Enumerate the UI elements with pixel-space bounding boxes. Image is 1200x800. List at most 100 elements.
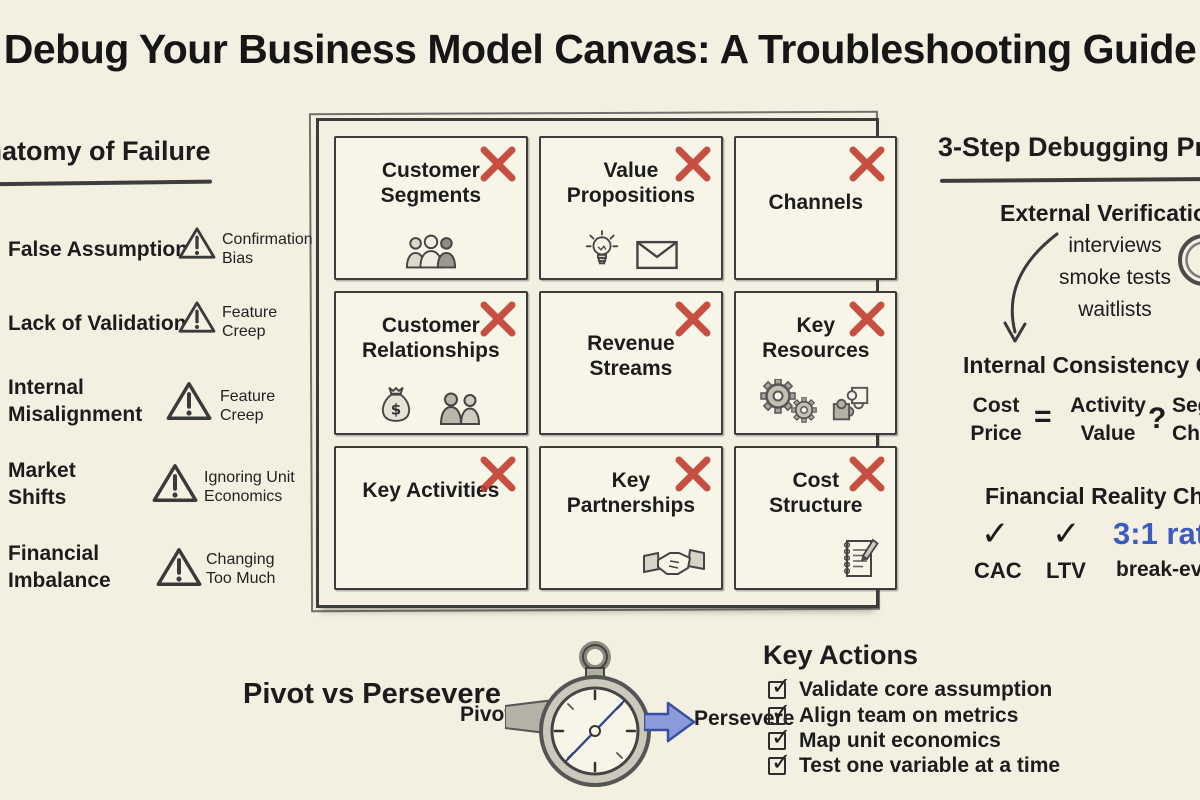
warning-triangle-icon — [152, 464, 198, 502]
red-x-icon — [675, 146, 711, 182]
checkbox-checked-icon: ✓ — [768, 748, 791, 776]
cell-title: Customer Segments — [380, 159, 482, 207]
svg-text:$: $ — [391, 400, 401, 418]
key-action-item: ✓ Map unit economics — [768, 723, 1001, 753]
compass-icon — [539, 641, 651, 787]
red-x-icon — [675, 456, 711, 492]
breakeven-label: break-even — [1116, 558, 1200, 581]
warning-triangle-icon — [156, 548, 202, 586]
red-x-icon — [849, 146, 885, 182]
failure-label: Lack of Validation — [8, 312, 187, 335]
heading-underline — [0, 179, 213, 187]
puzzle-icon — [832, 386, 868, 421]
failure-label: Market Shifts — [8, 459, 76, 509]
failure-label: Internal Misalignment — [8, 376, 143, 426]
envelope-icon — [636, 240, 678, 270]
key-action-text: Test one variable at a time — [799, 754, 1061, 777]
warning-triangle-icon — [178, 301, 216, 333]
question-mark: ? — [1148, 402, 1167, 435]
equation-term: Channel — [1172, 422, 1200, 445]
equation-activity-value: Activity Value — [1060, 392, 1156, 448]
canvas-cell-key-partnerships: Key Partnerships — [538, 446, 724, 590]
red-x-icon — [849, 456, 885, 492]
notepad-icon — [844, 538, 880, 577]
cell-title: Channels — [768, 191, 864, 214]
equals-sign: = — [1034, 400, 1052, 433]
checkbox-checked-icon: ✓ — [768, 672, 791, 700]
business-model-canvas-grid: Customer Segments Value Propositions Cha… — [316, 118, 898, 608]
pivot-label: Pivot — [460, 703, 512, 726]
step3-financial-reality-title: Financial Reality Check — [985, 483, 1200, 509]
verification-method: interviews — [1068, 234, 1162, 257]
people-group-icon — [405, 234, 456, 269]
debugging-process-heading: 3-Step Debugging Process — [938, 132, 1200, 162]
page-title: Debug Your Business Model Canvas: A Trou… — [3, 26, 1197, 72]
persevere-arrow-icon — [644, 701, 696, 743]
cell-title: Revenue Streams — [587, 332, 675, 380]
handshake-icon — [643, 549, 706, 575]
ratio-value: 3:1 ratio — [1113, 516, 1200, 551]
equation-term: Price — [970, 422, 1022, 445]
metric-cac: CAC — [974, 558, 1022, 583]
canvas-cell-key-resources: Key Resources — [734, 291, 898, 435]
verification-method: smoke tests — [1058, 266, 1172, 289]
step1-external-verification-title: External Verification — [1000, 200, 1200, 226]
gears-icon — [760, 379, 817, 423]
key-action-item: ✓ Test one variable at a time — [768, 748, 1061, 778]
check-glyph: ✓ — [771, 698, 792, 726]
canvas-cell-customer-segments: Customer Segments — [334, 136, 528, 280]
check-glyph: ✓ — [771, 723, 792, 751]
cell-title: Value Propositions — [566, 159, 696, 207]
red-x-icon — [849, 301, 885, 337]
cell-title: Key Partnerships — [566, 469, 696, 517]
failure-label: Financial Imbalance — [8, 542, 111, 592]
key-actions-heading: Key Actions — [763, 640, 919, 670]
anatomy-of-failure-heading: Anatomy of Failure — [0, 136, 211, 166]
canvas-cell-value-propositions: Value Propositions — [538, 136, 724, 280]
people-pair-icon — [439, 392, 480, 425]
canvas-cell-revenue-streams: Revenue Streams — [538, 291, 724, 435]
equation-term: Value — [1080, 422, 1136, 445]
warning-triangle-icon — [166, 382, 212, 420]
red-x-icon — [480, 146, 516, 182]
magnifier-icon — [1178, 234, 1200, 286]
equation-term: Cost — [972, 394, 1020, 417]
equation-term: Activity — [1070, 394, 1146, 417]
checkbox-checked-icon: ✓ — [768, 698, 791, 726]
canvas-cell-key-activities: Key Activities — [334, 446, 528, 590]
step2-internal-consistency-title: Internal Consistency Check — [963, 352, 1200, 378]
canvas-cell-cost-structure: Cost Structure — [734, 446, 898, 590]
check-icon: ✓ — [981, 514, 1010, 554]
failure-consequence: Changing Too Much — [206, 551, 276, 587]
lightbulb-icon — [585, 230, 619, 265]
checkbox-checked-icon: ✓ — [768, 723, 791, 751]
curved-arrow-down-icon — [1003, 232, 1059, 343]
failure-consequence: Feature Creep — [222, 304, 278, 340]
verification-method: waitlists — [1078, 298, 1152, 321]
check-icon: ✓ — [1052, 514, 1081, 554]
equation-cost-price: Cost Price — [956, 392, 1036, 448]
cell-title: Key Activities — [362, 479, 500, 502]
key-action-text: Align team on metrics — [799, 704, 1019, 727]
failure-consequence: Feature Creep — [220, 388, 276, 424]
red-x-icon — [480, 301, 516, 337]
failure-consequence: Confirmation Bias — [222, 231, 313, 267]
key-action-text: Validate core assumption — [799, 678, 1053, 701]
check-glyph: ✓ — [771, 748, 792, 776]
key-action-item: ✓ Align team on metrics — [768, 698, 1019, 728]
equation-term: Segment — [1172, 394, 1200, 417]
metric-ltv: LTV — [1046, 558, 1086, 583]
key-action-item: ✓ Validate core assumption — [768, 672, 1053, 702]
canvas-cell-channels: Channels — [734, 136, 898, 280]
red-x-icon — [480, 456, 516, 492]
heading-underline — [939, 177, 1200, 183]
warning-triangle-icon — [178, 227, 216, 259]
check-glyph: ✓ — [771, 672, 792, 700]
pivot-vs-persevere-label: Pivot vs Persevere — [243, 678, 501, 710]
cell-title: Customer Relationships — [362, 314, 500, 362]
key-action-text: Map unit economics — [799, 729, 1001, 752]
cell-title: Cost Structure — [769, 469, 863, 517]
canvas-cell-customer-relationships: Customer Relationships $ — [334, 291, 528, 435]
red-x-icon — [675, 301, 711, 337]
failure-consequence: Ignoring Unit Economics — [204, 469, 295, 505]
